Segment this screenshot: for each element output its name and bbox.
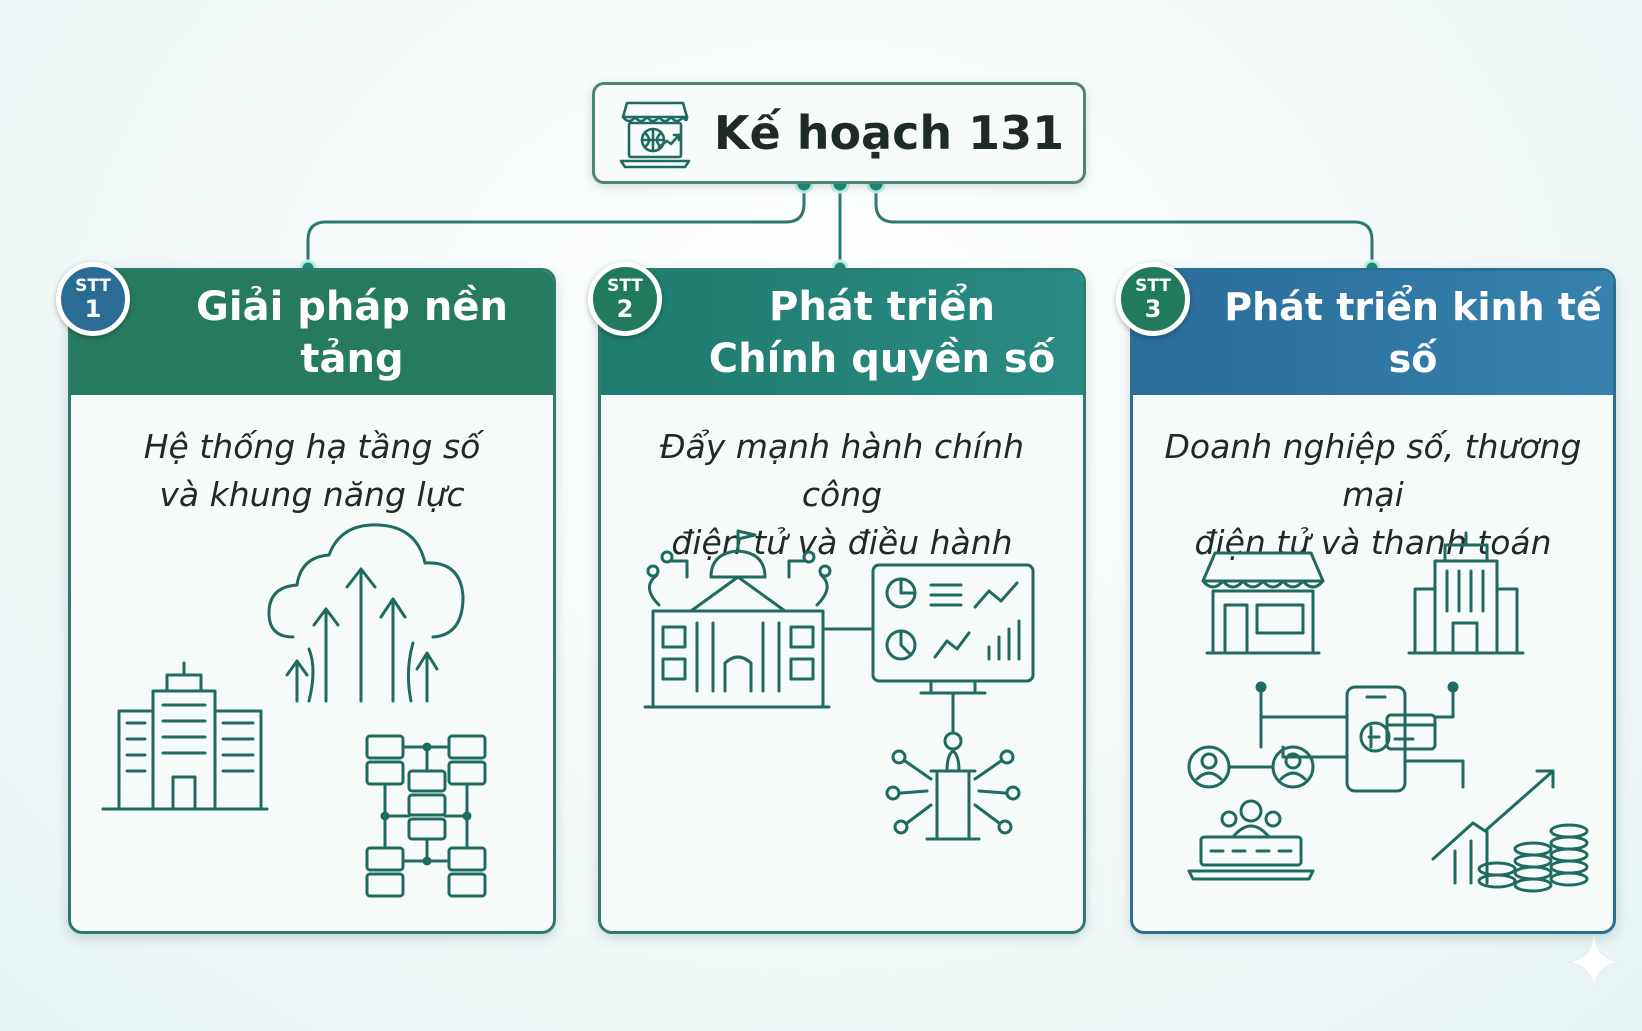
analytics-monitor-icon xyxy=(871,563,1035,695)
card-illustration xyxy=(643,529,1035,841)
badge-number: 2 xyxy=(616,295,634,323)
subtitle-line: Hệ thống hạ tầng số xyxy=(143,427,481,466)
title-line: Phát triển xyxy=(769,284,995,330)
subtitle-line: điện tử và điều hành xyxy=(671,523,1013,562)
step-badge-3: STT 3 xyxy=(1116,262,1190,336)
podium-network-icon xyxy=(885,691,1021,841)
badge-label: STT xyxy=(607,276,643,296)
card-illustration xyxy=(101,523,487,898)
office-tower-icon xyxy=(1407,531,1525,655)
page-title: Kế hoạch 131 xyxy=(713,106,1065,160)
card-subtitle: Hệ thống hạ tầng số và khung năng lực xyxy=(85,423,539,519)
subtitle-line: Doanh nghiệp số, thương mại xyxy=(1164,427,1582,514)
card-subtitle: Đẩy mạnh hành chính công điện tử và điều… xyxy=(615,423,1069,567)
users-laptop-icon xyxy=(1187,745,1315,881)
step-badge-1: STT 1 xyxy=(56,262,130,336)
subtitle-line: điện tử và thanh toán xyxy=(1194,523,1552,562)
server-network-icon xyxy=(365,734,487,898)
card-header: Phát triển kinh tế số xyxy=(1133,271,1613,395)
subtitle-line: và khung năng lực xyxy=(159,475,465,514)
card-header: Giải pháp nền tảng xyxy=(71,271,553,395)
card-title: Phát triển Chính quyền số xyxy=(601,281,1083,385)
card-header: Phát triển Chính quyền số xyxy=(601,271,1083,395)
badge-number: 3 xyxy=(1144,295,1162,323)
office-building-icon xyxy=(101,661,269,811)
storefront-icon xyxy=(1201,551,1325,655)
badge-label: STT xyxy=(1135,276,1171,296)
badge-number: 1 xyxy=(84,295,102,323)
root-node: Kế hoạch 131 xyxy=(592,82,1086,184)
title-line: Chính quyền số xyxy=(708,336,1056,382)
subtitle-line: Đẩy mạnh hành chính công xyxy=(659,427,1024,514)
step-badge-2: STT 2 xyxy=(588,262,662,336)
card-title: Phát triển kinh tế số xyxy=(1224,285,1602,381)
card-infrastructure: Giải pháp nền tảng Hệ thống hạ tầng số v… xyxy=(68,268,556,934)
online-store-laptop-icon xyxy=(619,101,691,169)
card-subtitle: Doanh nghiệp số, thương mại điện tử và t… xyxy=(1147,423,1599,567)
mobile-payment-icon xyxy=(1255,681,1465,793)
growth-coins-icon xyxy=(1431,769,1589,893)
card-digital-government: Phát triển Chính quyền số Đẩy mạnh hành … xyxy=(598,268,1086,934)
card-title: Giải pháp nền tảng xyxy=(196,284,508,382)
government-building-icon xyxy=(643,529,873,709)
sparkle-icon xyxy=(1567,935,1621,989)
cloud-upload-icon xyxy=(267,523,465,703)
card-illustration xyxy=(1187,531,1589,893)
badge-label: STT xyxy=(75,276,111,296)
card-digital-economy: Phát triển kinh tế số Doanh nghiệp số, t… xyxy=(1130,268,1616,934)
